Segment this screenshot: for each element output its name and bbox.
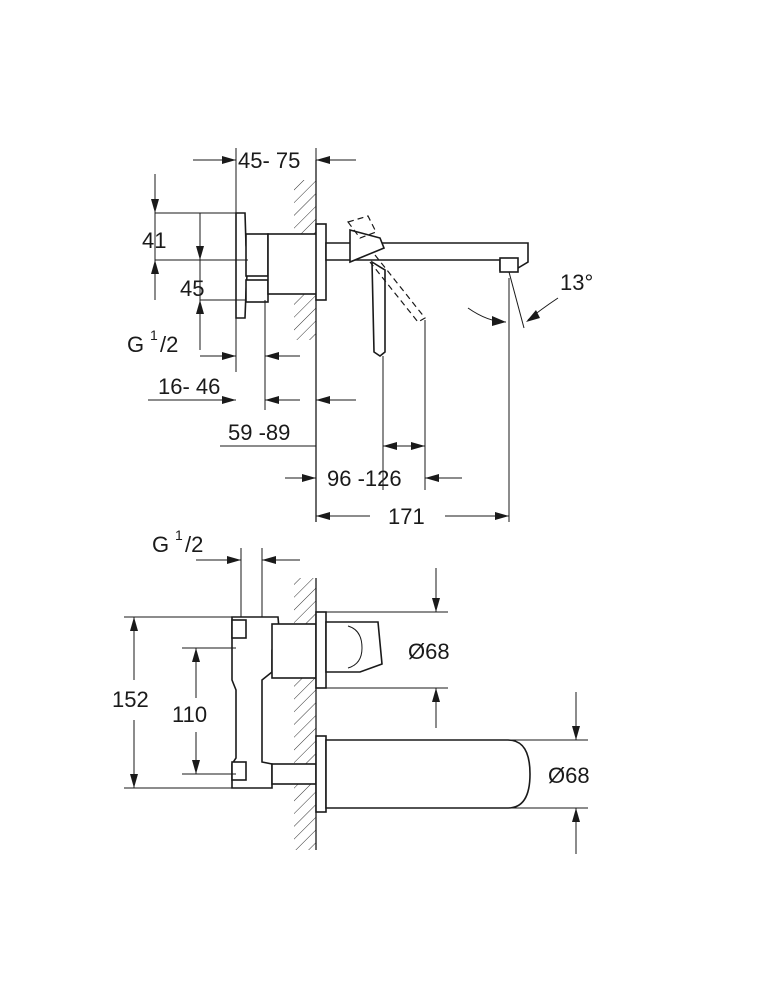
thread-label-side: G 1 /2 <box>127 327 178 357</box>
svg-text:1: 1 <box>175 527 183 543</box>
spout-front <box>325 739 531 809</box>
dim-depth-range: 16- 46 <box>158 374 220 399</box>
connecting-stem <box>267 233 319 295</box>
dim-spout-length: 171 <box>388 504 425 529</box>
dim-total-height: 152 <box>112 687 149 712</box>
valve-body-upper <box>245 233 269 277</box>
wall-rosette <box>315 223 327 301</box>
dim-body-depth: 59 -89 <box>228 420 290 445</box>
lever-handle <box>349 228 386 264</box>
dim-height-upper: 41 <box>142 228 166 253</box>
svg-text:G: G <box>152 532 169 557</box>
valve-port-bottom <box>231 761 247 781</box>
lever-rotated-outline <box>347 215 426 323</box>
svg-text:/2: /2 <box>160 332 178 357</box>
svg-text:/2: /2 <box>185 532 203 557</box>
dim-handle-reach: 96 -126 <box>327 466 402 491</box>
rosette-diameter-lower: Ø68 <box>548 763 590 788</box>
valve-body-lower <box>245 279 269 303</box>
lever-arm <box>371 260 386 357</box>
svg-text:1: 1 <box>150 327 158 343</box>
aerator <box>499 257 519 273</box>
upper-connector <box>271 623 317 679</box>
wall-section-lower <box>294 578 316 850</box>
rosette-diameter-upper: Ø68 <box>408 639 450 664</box>
thread-label-front: G 1 /2 <box>152 527 203 557</box>
dim-height-lower: 45 <box>180 276 204 301</box>
handle-front <box>325 621 383 673</box>
valve-port-top <box>231 619 247 639</box>
front-view: G 1 /2 152 110 Ø68 Ø68 <box>112 527 590 854</box>
side-view: 45- 75 41 45 G 1 /2 16- 46 <box>127 148 593 529</box>
upper-rosette <box>315 611 327 689</box>
svg-text:G: G <box>127 332 144 357</box>
lower-rosette <box>315 735 327 813</box>
lower-connector <box>271 763 317 785</box>
angle-label: 13° <box>560 270 593 295</box>
dim-wall-depth: 45- 75 <box>238 148 300 173</box>
dim-center-distance: 110 <box>172 702 207 727</box>
